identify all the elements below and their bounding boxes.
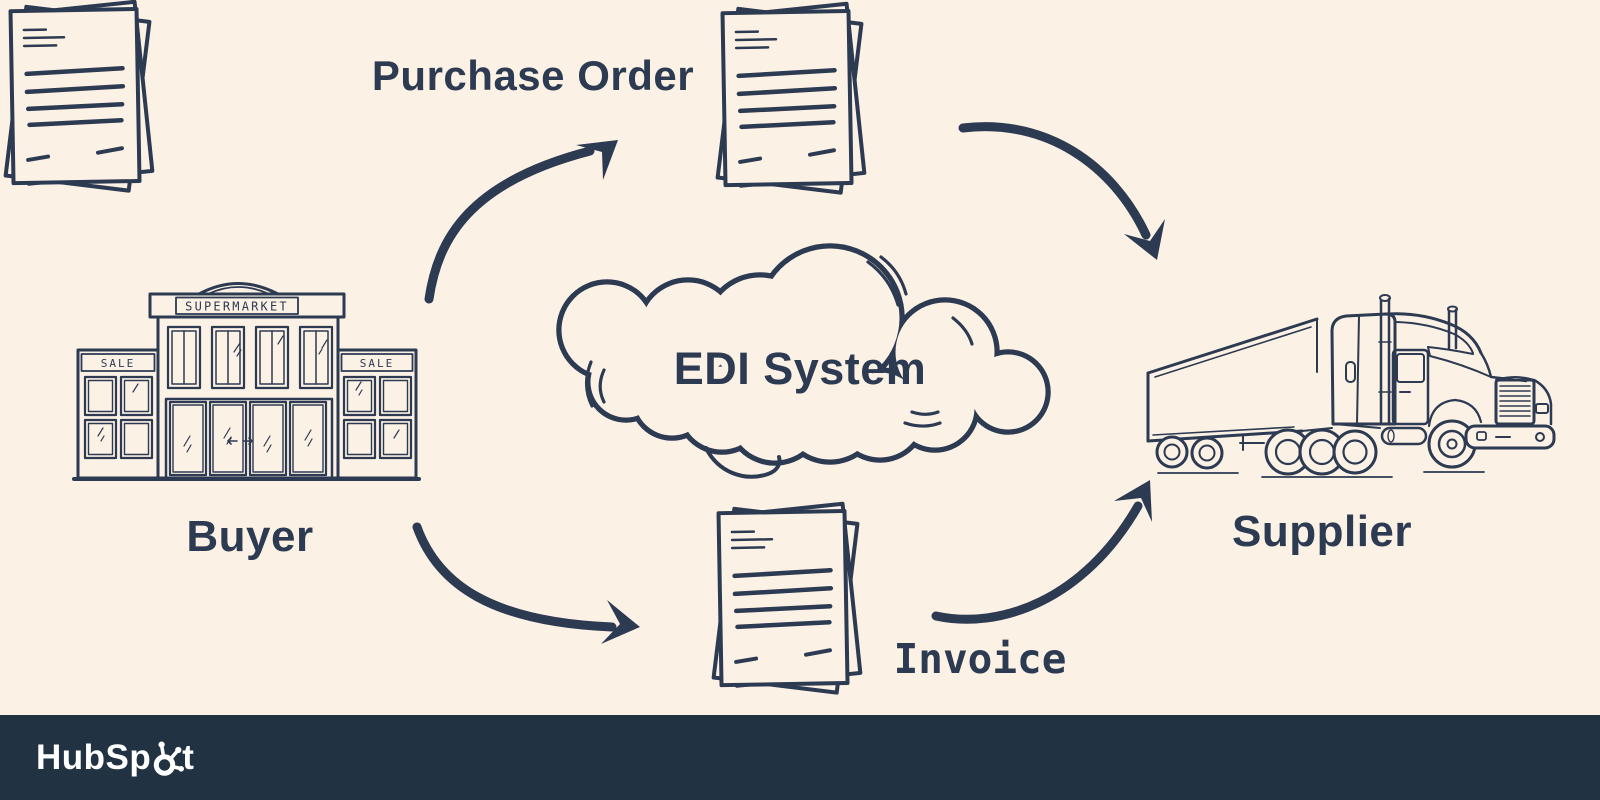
supermarket-building-icon: SUPERMARKET <box>72 282 421 481</box>
supermarket-sign-text: SUPERMARKET <box>185 300 289 314</box>
arrow-purchase-order-to-supplier <box>958 122 1165 260</box>
hubspot-logo-text-prefix: HubSp <box>36 737 152 777</box>
purchase-order-label: Purchase Order <box>371 52 695 99</box>
exhaust-stacks <box>1378 294 1458 425</box>
cloud-icon <box>556 243 1051 479</box>
hubspot-sprocket-icon <box>154 741 185 776</box>
document-stack-icon <box>3 0 155 193</box>
storefront-doors <box>164 397 334 480</box>
arrow-invoice-to-supplier <box>931 480 1152 624</box>
steer-wheel <box>1427 419 1477 469</box>
arrow-buyer-to-invoice <box>412 522 640 644</box>
cloud-accents <box>585 255 974 479</box>
right-wing: SALE <box>336 348 418 480</box>
edi-system-label: EDI System <box>673 343 927 394</box>
grille-front <box>1494 376 1553 426</box>
sale-sign-right: SALE <box>360 357 395 370</box>
invoice-label: Invoice <box>893 635 1067 683</box>
invoice-documents <box>714 504 861 693</box>
cab <box>1330 312 1397 429</box>
buyer-label: Buyer <box>186 512 314 561</box>
left-wing: SALE <box>76 348 160 480</box>
upper-windows <box>166 325 334 390</box>
trailer-wheels <box>1155 435 1224 470</box>
purchase-order-documents <box>718 4 865 193</box>
drive-wheels <box>1264 428 1378 476</box>
hubspot-logo-text-suffix: t <box>182 737 195 777</box>
front-bumper <box>1464 424 1556 450</box>
sale-sign-left: SALE <box>101 357 136 370</box>
hubspot-logo: HubSp t <box>36 738 194 778</box>
windshield-hood <box>1384 312 1528 426</box>
supplier-label: Supplier <box>1231 507 1413 556</box>
fuel-tank <box>1380 426 1428 446</box>
footer-bar: HubSp t <box>0 715 1600 800</box>
semi-truck-icon <box>1146 294 1556 478</box>
arrow-buyer-to-purchase-order <box>424 140 618 304</box>
